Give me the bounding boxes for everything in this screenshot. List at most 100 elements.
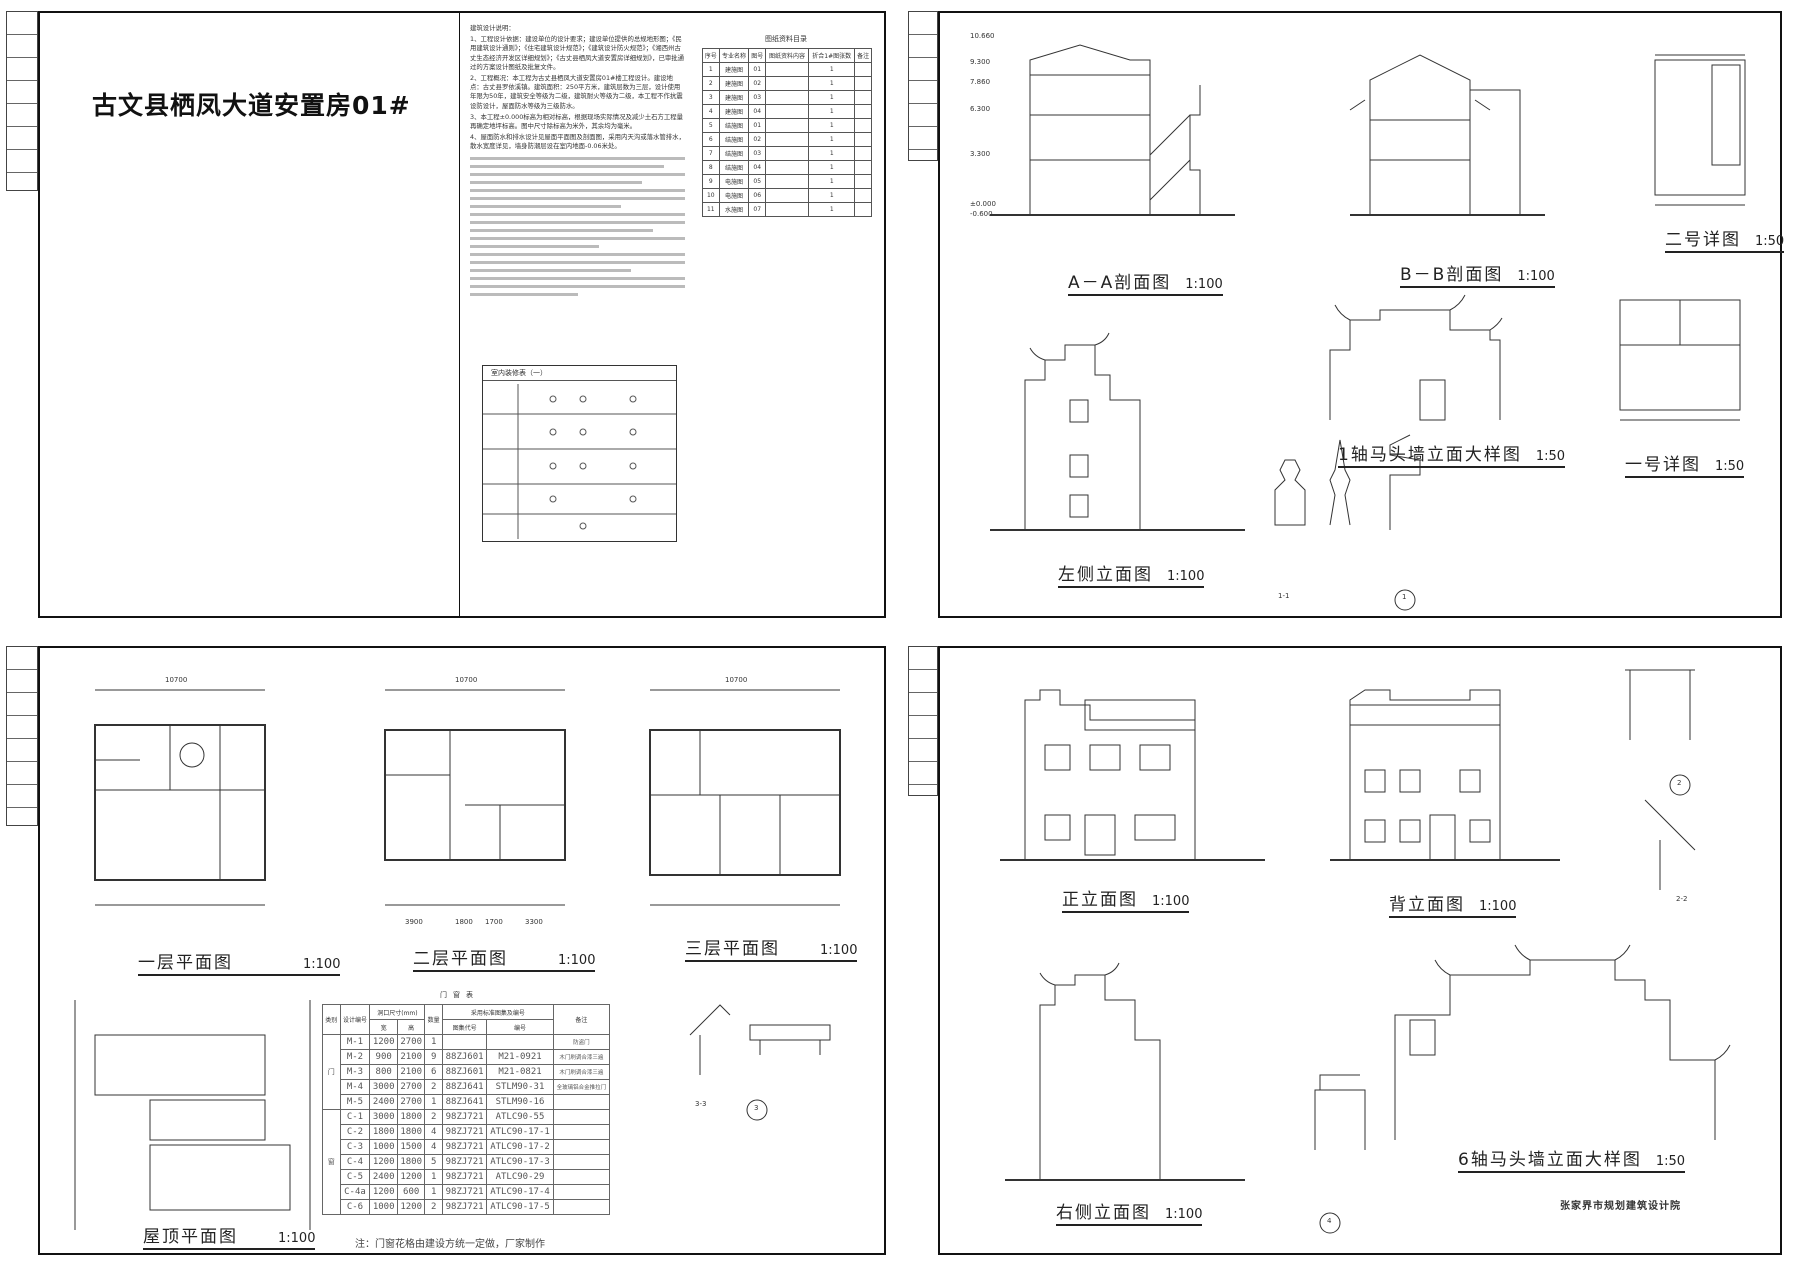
cell-remark xyxy=(552,1139,611,1155)
cell-qty: 2 xyxy=(424,1079,443,1095)
cell-no: ATLC90-55 xyxy=(486,1109,554,1125)
cell xyxy=(854,202,872,217)
cell-h: 600 xyxy=(396,1184,426,1200)
cell-no: ATLC90-17-5 xyxy=(486,1199,554,1215)
design-firm-name: 张家界市规划建筑设计院 xyxy=(1560,1201,1681,1212)
header-standard: 采用标准图集及编号 xyxy=(441,1004,554,1020)
detail-mark-1: 1 xyxy=(1402,593,1407,601)
cell: 1 xyxy=(808,132,856,147)
notes-title: 建筑设计说明： xyxy=(470,24,515,32)
header-number: 编号 xyxy=(486,1019,554,1035)
cell-no xyxy=(486,1034,554,1050)
cell: 04 xyxy=(748,104,766,119)
cell-qty: 5 xyxy=(424,1154,443,1170)
detail-mark-4: 4 xyxy=(1327,1217,1332,1225)
cell xyxy=(854,104,872,119)
scale-text: 1:100 xyxy=(1152,894,1190,909)
cell-code: C-2 xyxy=(339,1124,371,1140)
cell-remark xyxy=(552,1184,611,1200)
cell: 10 xyxy=(702,188,720,203)
dimension: 3900 xyxy=(405,918,423,926)
level-label: 3.300 xyxy=(970,150,991,158)
cell xyxy=(764,62,810,77)
cell-remark: 木门刷调合漆三遍 xyxy=(552,1064,611,1080)
cell xyxy=(854,90,872,105)
cell-code: C-4 xyxy=(339,1154,371,1170)
cell-remark xyxy=(552,1094,611,1110)
col-header: 图号 xyxy=(748,48,766,63)
title-text: 左侧立面图 xyxy=(1058,565,1153,585)
project-title: 古文县栖凤大道安置房01# xyxy=(92,91,411,120)
note-item: 4、屋面防水和排水设计见屋面平面图及剖面图，采用内天沟或落水管排水，散水宽度详见… xyxy=(470,133,685,151)
sheet-elevations xyxy=(938,646,1782,1255)
cell: 1 xyxy=(808,188,856,203)
level-label: -0.600 xyxy=(970,210,993,218)
cell: 电施图 xyxy=(718,188,750,203)
cell: 电施图 xyxy=(718,174,750,189)
cell-h: 1800 xyxy=(396,1124,426,1140)
scale-text: 1:100 xyxy=(278,1231,316,1246)
cell xyxy=(764,104,810,119)
scale-text: 1:50 xyxy=(1755,234,1785,249)
scale-text: 1:100 xyxy=(1185,277,1223,292)
cell-w: 1800 xyxy=(369,1124,398,1140)
cell-no: ATLC90-17-2 xyxy=(486,1139,554,1155)
cell-w: 1200 xyxy=(369,1034,398,1050)
detail-mark-2: 2 xyxy=(1677,779,1682,787)
sheet-sections-details xyxy=(938,11,1782,618)
level-label: 7.860 xyxy=(970,78,991,86)
cell xyxy=(764,132,810,147)
cell: 03 xyxy=(748,146,766,161)
note-item: 1、工程设计依据：建设单位的设计要求；建设单位提供的总规地形图；《民用建筑设计通… xyxy=(470,35,685,71)
header-qty: 数量 xyxy=(424,1004,443,1035)
legend-title: 室内装修表（一） xyxy=(483,366,676,381)
cell-atlas: 98ZJ721 xyxy=(441,1139,488,1155)
cell xyxy=(854,118,872,133)
cell xyxy=(854,62,872,77)
cell-qty: 1 xyxy=(424,1094,443,1110)
header-code: 设计编号 xyxy=(339,1004,371,1035)
cell-no: ATLC90-17-1 xyxy=(486,1124,554,1140)
title-text: 背立面图 xyxy=(1389,895,1465,915)
cell: 01 xyxy=(748,118,766,133)
cell-w: 1200 xyxy=(369,1154,398,1170)
note-item: 3、本工程±0.000标高为相对标高，根据现场实际情况及减少土石方工程量再确定地… xyxy=(470,112,684,131)
cell-qty: 1 xyxy=(424,1034,443,1050)
cell xyxy=(764,118,810,133)
cell xyxy=(854,132,872,147)
cell: 05 xyxy=(748,174,766,189)
cell: 1 xyxy=(808,62,856,77)
cell: 1 xyxy=(808,174,856,189)
cell xyxy=(764,174,810,189)
section-label-1-1: 1-1 xyxy=(1278,592,1290,600)
sheet-divider xyxy=(459,11,460,618)
cell: 11 xyxy=(702,202,720,217)
cell-no: ATLC90-17-3 xyxy=(486,1154,554,1170)
cell-remark: 木门刷调合漆三遍 xyxy=(552,1049,611,1065)
cell-atlas: 88ZJ601 xyxy=(441,1064,488,1080)
title-text: 三层平面图 xyxy=(685,939,780,959)
dimension: 1700 xyxy=(485,918,503,926)
title-text: B－B剖面图 xyxy=(1400,265,1504,285)
cell-no: ATLC90-29 xyxy=(486,1169,554,1185)
cell: 2 xyxy=(702,76,720,91)
header-size: 洞口尺寸(mm) xyxy=(369,1004,426,1020)
cell-remark xyxy=(552,1124,611,1140)
